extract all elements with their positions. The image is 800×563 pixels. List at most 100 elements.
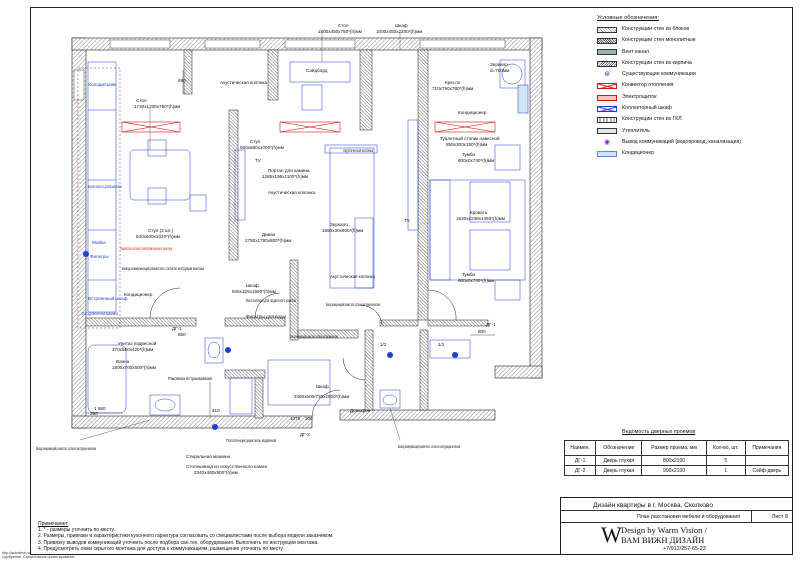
label-outlet-note-2: Вывод коммуникаций разместить согласно и… [326,301,380,307]
dimension-lines [86,70,495,418]
label-kitchen-table-size: 1730х1230х760*(h)мм [134,104,180,109]
legend-label: Конструкции стен из блоков [622,25,690,32]
label-conditioner-2: Кондиционер [124,292,153,297]
label-dishwasher: Посудомоечная машина [82,311,118,316]
utilities-symbol: ⊛ [604,71,610,79]
label-table-top: Стол [338,23,349,28]
label-bath-cabinet-size: 845х325х1590*(h)мм [232,289,276,294]
label-tub: Ванна [116,359,130,364]
legend-label: Коллекторный шкаф [622,105,672,111]
legend-item: Кондиционер [597,148,787,159]
legend-item: ⊛ Существующие коммуникации [597,69,787,80]
legend-item: ◉Вывод коммуникаций (водопровод, канализ… [597,137,787,148]
legend: Условные обозначения: Конструкции стен и… [597,15,787,160]
legend-label: Кондиционер [622,150,655,157]
label-kitchen-outlet-note: Вывод коммуникаций разместить согласно и… [122,265,204,271]
label-door-1: ДГ-1 [172,326,182,331]
legend-label: Конструкции стен из кирпича [622,59,692,66]
legend-label: Утеплитель [622,127,650,134]
label-mirror-top-size: d=700мм [490,68,509,73]
table-cell: Сейф-дверь [744,465,790,476]
label-armchair-size: 710х790х780*(h)мм [432,86,473,91]
label-nightstand-2-size: 600х0х740*(h)мм [458,278,494,283]
logo-mark: W [601,522,622,547]
dim-390: 390 [90,411,98,416]
vent-duct-swatch [597,49,617,56]
dim-1075: 1075 [290,416,301,421]
dim-half-2: 1/2 [438,342,445,347]
label-wc-size: 370х560х420*(h)мм [112,347,153,352]
label-outlet-note-5: Вывод коммуникаций разместить согласно и… [398,443,460,449]
project-title: Дизайн квартиры в г. Москва, Сколково [593,502,714,509]
footer-line: http://autodesk.ru [2,551,30,555]
label-wardrobe-top-size: 1000х450х2200*(h)мм [376,29,422,34]
plan-labels: Стол 1800х450х750*(h)мм Шкаф 1000х450х22… [36,23,509,475]
sheet-number: Лист 8 [771,514,788,520]
drywall-walls-swatch [597,117,617,124]
notes-title: Примечания: [38,521,69,527]
label-table-top-size: 1800х450х750*(h)мм [318,29,362,34]
legend-label: Существующие коммуникации [622,71,696,78]
label-sofa-size: 2750х1780х800*(h)мм [245,238,291,243]
label-washer: Стиральная машина [186,454,231,459]
note-line: 3. Привязку выводов коммуникаций уточнит… [38,539,319,546]
legend-item: Электрощиток [597,92,787,103]
label-counter: Столешница из искусственного камня [186,464,267,469]
label-outlet-note-4: Вывод коммуникаций разместить согласно и… [36,445,96,451]
legend-item: Конструкции стен из кирпича [597,58,787,69]
note-line: 1. * - размеры уточнить по месту. [38,527,115,534]
table-header-row: Наимен. Обозначение Размер проема, мм Ко… [563,440,790,456]
title-block-divider [561,522,792,523]
legend-item: Коллекторный шкаф [597,103,787,114]
footer: http://autodesk.ru Одобрение: Строительн… [2,551,75,559]
table-cell: 990х2100 [641,465,707,476]
electric-panel-swatch [597,94,617,101]
monolith-walls-swatch [597,38,617,45]
label-acoustic-3: Акустическая колонка [343,148,373,153]
label-outlet-note-3: Вывод коммуникаций разместить согласно и… [290,333,338,339]
label-nightstand-1-size: 600х0х740*(h)мм [458,158,494,163]
label-water-filters: Фильтры для воды [246,314,286,319]
table-cell: ДГ-2 [563,465,597,476]
table-header: Обозначение [595,440,643,456]
legend-item: Вент канал [597,47,787,58]
label-counter-size: 2340х460х900*(h)мм [194,470,238,475]
label-mirror-size: 1650х30х900*(h)мм [322,228,363,233]
label-fireplace: Портал для камина [268,168,310,173]
label-door-main: ДГ-2 [300,432,310,437]
label-acoustic-1: Акустическая колонка [220,80,267,85]
label-dressing-table-size: 855х300х150*(h)мм [446,142,487,147]
block-walls-swatch [597,26,617,33]
leader-lines [79,32,401,441]
dim-800: 800 [478,329,486,334]
legend-item: Конвектор отопления [597,81,787,92]
label-bed-size: 1820х2238х1450*(h)мм [456,216,505,221]
dim-410: 410 [212,408,220,413]
label-sideboard: Сайдборд [306,67,328,73]
label-living-chair: Стул [250,139,261,144]
label-fireplace-size: 1285х195х1100*(h)мм [262,174,308,179]
table-row: ДГ-2 Дверь глухая 990х2100 1 Сейф-дверь [563,465,790,476]
table-header: Примечания [744,440,790,456]
label-chairs: Стул (3 шт.) [148,228,174,233]
label-nightstand-2: Тумба [462,272,475,277]
label-wardrobe-top: Шкаф [395,23,408,28]
legend-label: Электрощиток [622,93,657,100]
label-acoustic-4: Акустическая колонка [330,274,375,279]
label-oven: Варочная поверхность Духовой шкаф Вытяжк… [88,183,122,189]
table-cell: ДГ-1 [563,455,597,466]
dining-set [129,139,207,212]
label-tv: TV [255,158,262,163]
heating-convector-swatch [597,83,617,90]
label-sofa: Диван [262,232,276,237]
table-row: ДГ-1 Дверь глухая 800х2100 5 [563,455,790,466]
legend-label: Вывод коммуникаций (водопровод, канализа… [622,138,742,145]
label-armchair: Кресло [445,80,461,85]
label-fridge: Холодильник [88,82,117,87]
label-filters: Фильтры [90,254,109,259]
label-wc: Унитаз подвесной [118,340,157,346]
label-install: Инсталляция для подвесного унитаза [246,298,296,303]
phone-number: +7/912/257-65-23 [663,546,706,552]
insulation-swatch [597,128,617,135]
